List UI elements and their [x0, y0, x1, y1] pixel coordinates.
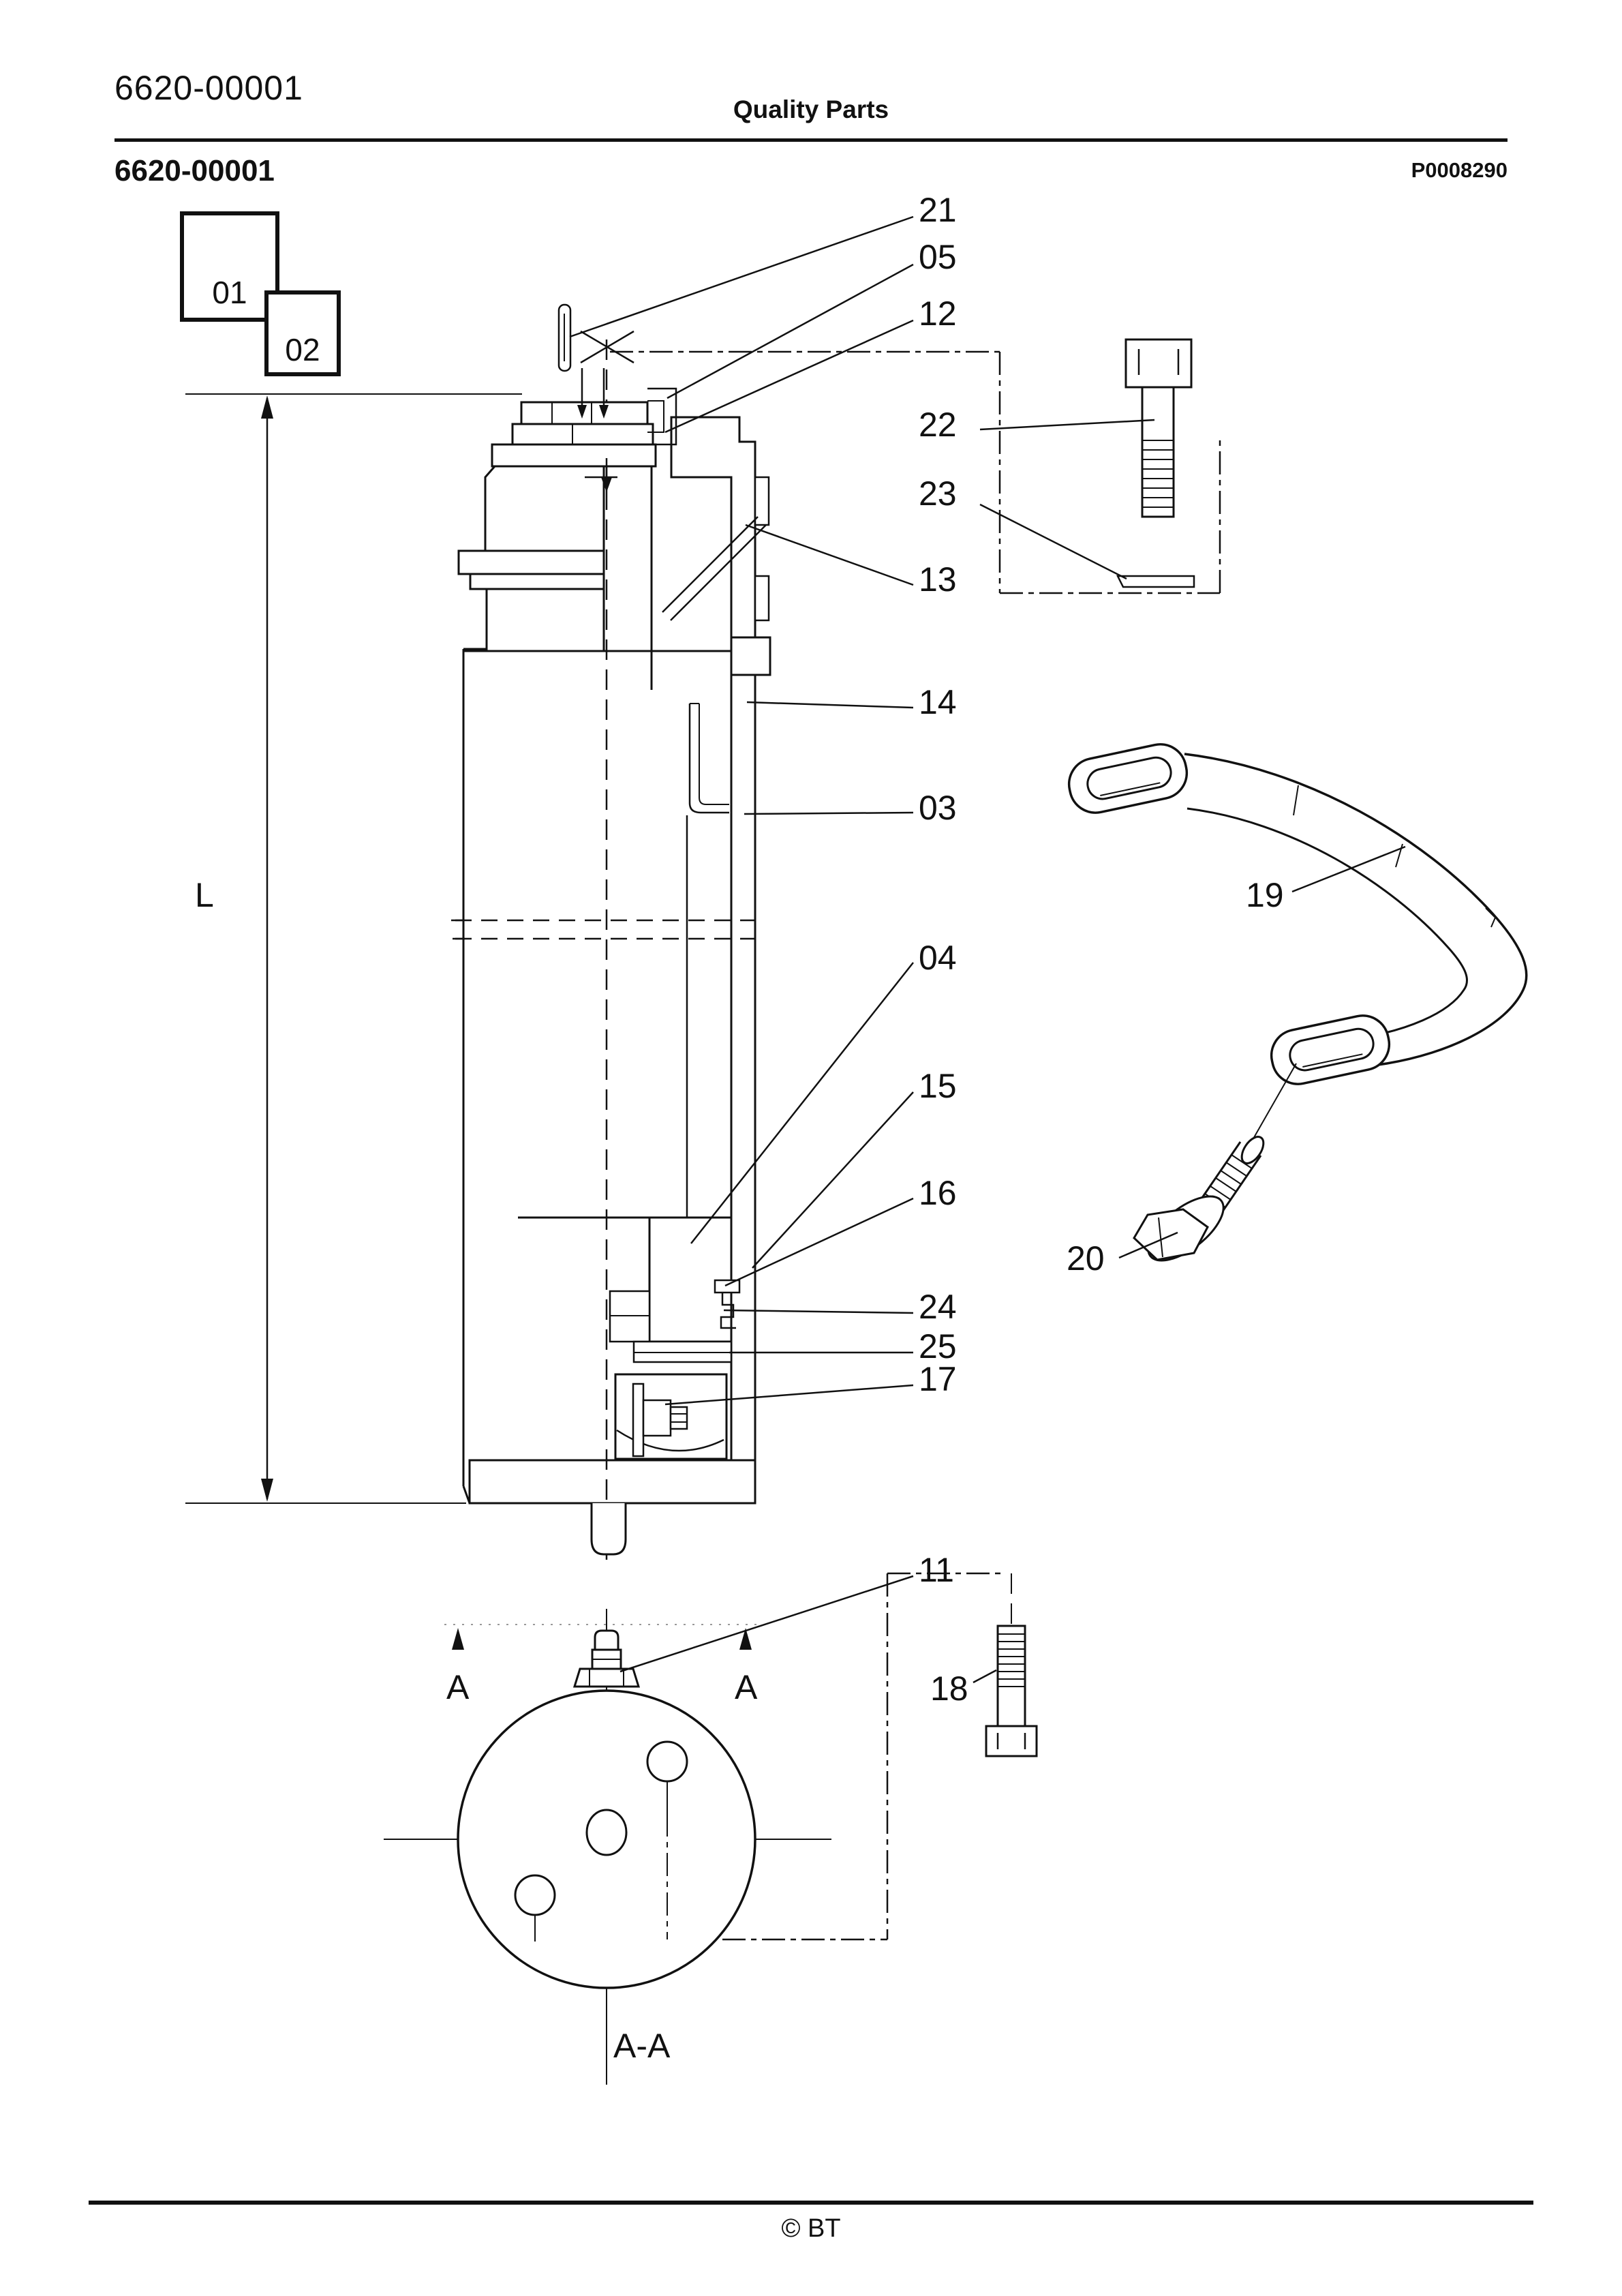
leader-19	[1291, 845, 1406, 893]
callout-25: 25	[919, 1327, 957, 1365]
cylinder-body	[451, 466, 755, 1504]
leader-04	[690, 962, 914, 1244]
callout-15: 15	[919, 1067, 957, 1105]
leader-15	[752, 1091, 914, 1269]
revision-box-01: 01	[180, 211, 279, 322]
bolt-17	[632, 1383, 645, 1457]
callout-23: 23	[919, 474, 957, 513]
leader-03	[744, 811, 914, 815]
footer-copyright: © BT	[781, 2214, 841, 2243]
bolt-22	[1124, 338, 1193, 518]
bracket-19	[1067, 743, 1528, 1141]
callout-13: 13	[919, 560, 957, 599]
leader-11	[619, 1575, 914, 1673]
callout-labels: 21 05 12 22 23 13 14 03 19 04 15 16 20 2…	[919, 191, 1284, 1708]
section-view-circle	[384, 1609, 831, 2085]
callout-16: 16	[919, 1174, 957, 1212]
rod-end-cap	[457, 401, 657, 590]
callout-18: 18	[930, 1670, 968, 1708]
dimension-L	[185, 393, 522, 1504]
leader-22	[979, 419, 1155, 431]
callout-05: 05	[919, 238, 957, 276]
cylinder-base	[468, 1459, 756, 1505]
drawing-number: 6620-00001	[114, 154, 275, 187]
leader-lines	[569, 215, 1406, 1684]
callout-20: 20	[1067, 1239, 1105, 1278]
callout-14: 14	[919, 683, 957, 721]
leader-12	[664, 319, 914, 434]
leader-13	[745, 524, 914, 586]
callout-12: 12	[919, 294, 957, 333]
washer-23	[1116, 575, 1195, 588]
revision-box-02-label: 02	[285, 332, 320, 367]
callout-03: 03	[919, 789, 957, 827]
section-cut-line	[444, 1624, 761, 1650]
grease-fitting-11	[572, 1629, 641, 1688]
callout-24: 24	[919, 1288, 957, 1326]
detail-box-22-23	[610, 338, 1221, 594]
leader-23	[979, 503, 1127, 580]
section-view-label: A-A	[613, 2027, 671, 2065]
callout-21: 21	[919, 191, 957, 229]
leader-17	[664, 1384, 914, 1406]
callout-17: 17	[919, 1360, 957, 1398]
leader-21	[569, 215, 914, 338]
callout-04: 04	[919, 939, 957, 977]
callout-19: 19	[1246, 876, 1284, 914]
retainer-14	[688, 704, 729, 814]
revision-box-01-label: 01	[212, 275, 247, 310]
leader-05	[667, 263, 914, 399]
leader-14	[746, 701, 914, 709]
gland-and-tube-wall	[662, 416, 771, 1462]
bolt-20	[1133, 1136, 1265, 1262]
leader-18	[973, 1669, 997, 1684]
piston-group	[468, 1216, 756, 1556]
seal-13	[670, 524, 767, 621]
section-arrow-label-right: A	[735, 1668, 758, 1706]
callout-22: 22	[919, 406, 957, 444]
bottom-stub	[590, 1503, 627, 1556]
page-title: Quality Parts	[733, 95, 889, 123]
callout-11: 11	[919, 1551, 954, 1589]
pin-21	[557, 303, 572, 372]
doc-number: 6620-00001	[114, 69, 303, 107]
dimension-label-L: L	[195, 876, 214, 914]
header-rule	[114, 138, 1508, 142]
section-arrow-label-left: A	[446, 1668, 470, 1706]
center-arrows	[577, 330, 634, 492]
image-code: P0008290	[1411, 158, 1508, 182]
revision-box-02: 02	[264, 290, 341, 376]
leader-24	[723, 1309, 914, 1314]
leader-20	[1118, 1231, 1178, 1259]
leader-16	[724, 1197, 914, 1287]
footer-rule	[89, 2201, 1533, 2205]
bolt-18	[985, 1625, 1038, 1757]
